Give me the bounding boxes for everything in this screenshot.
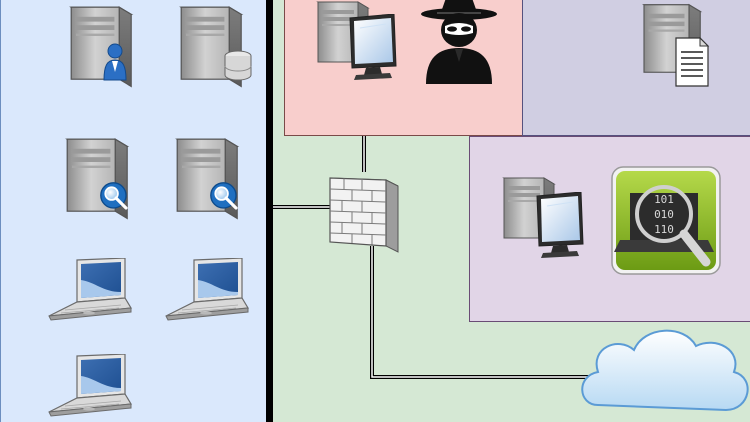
laptop-icon [48, 258, 132, 321]
connection-lines [273, 136, 590, 379]
laptop-icon [165, 258, 249, 321]
server-document-icon [643, 4, 710, 87]
server-database-icon [180, 6, 252, 88]
binary-analysis-icon: 101 010 110 [611, 166, 721, 275]
workstation-icon [503, 177, 584, 258]
workstation-icon [317, 1, 397, 80]
cloud-icon [581, 329, 749, 412]
binary-row-1: 101 [654, 193, 674, 206]
firewall-icon [329, 177, 399, 253]
binary-row-3: 110 [654, 223, 674, 236]
server-search-icon [176, 138, 238, 219]
binary-row-2: 010 [654, 208, 674, 221]
laptop-icon [48, 354, 132, 417]
spy-icon [421, 0, 497, 84]
document-server-zone [522, 0, 750, 136]
server-user-icon [70, 6, 132, 88]
network-backbone-bar [266, 0, 273, 422]
server-search-icon [66, 138, 128, 219]
